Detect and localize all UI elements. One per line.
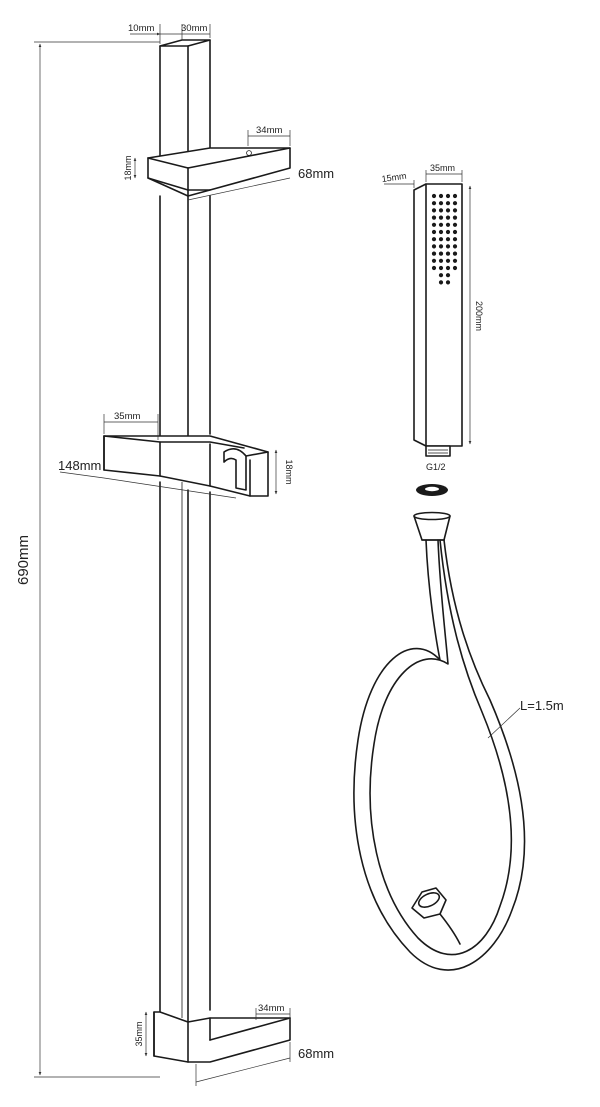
bottom-bracket-projection-label: 34mm <box>258 1003 284 1014</box>
nozzle-dot <box>431 237 437 242</box>
nozzle-dot <box>445 229 451 235</box>
nozzle-dot <box>445 222 451 227</box>
nozzle-dot <box>438 258 444 263</box>
nozzle-dot <box>445 251 451 256</box>
nozzle-dot <box>438 222 444 227</box>
nozzle-dot <box>452 222 458 227</box>
holder-width-label: 148mm <box>58 458 101 473</box>
overall-height-dimension: 690mm <box>15 41 160 1078</box>
nozzle-dot <box>445 280 451 285</box>
nozzle-dot <box>445 273 451 278</box>
nozzle-dot <box>445 258 451 263</box>
top-bracket-width-label: 68mm <box>298 166 334 181</box>
nozzle-dot <box>452 265 458 271</box>
nozzle-dot <box>438 208 444 213</box>
nozzle-dot <box>445 193 451 199</box>
hose-length-annotation: L=1.5m <box>487 698 564 739</box>
nozzle-dot <box>438 237 444 242</box>
nozzle-grid <box>431 193 458 285</box>
nozzle-dot <box>445 244 451 249</box>
nozzle-dot <box>431 193 437 199</box>
nozzle-dot <box>431 265 437 271</box>
bottom-wall-bracket <box>153 1011 291 1063</box>
sliding-holder <box>103 435 269 497</box>
overall-height-label: 690mm <box>15 535 32 585</box>
nozzle-dot <box>431 208 437 213</box>
handset-width-label: 35mm <box>430 163 455 173</box>
flexible-hose <box>353 511 526 971</box>
nozzle-dot <box>438 201 444 206</box>
top-width-label: 30mm <box>181 23 207 34</box>
nozzle-dot <box>438 229 444 235</box>
handset-thread-label: G1/2 <box>426 462 446 472</box>
nozzle-dot <box>445 208 451 213</box>
nozzle-dot <box>452 229 458 235</box>
washer <box>416 484 448 496</box>
nozzle-dot <box>431 222 437 227</box>
holder-depth-label: 35mm <box>114 411 140 422</box>
nozzle-dot <box>438 215 444 220</box>
nozzle-dot <box>431 258 437 263</box>
nozzle-dot <box>452 215 458 220</box>
top-depth-label: 10mm <box>128 23 154 34</box>
top-wall-bracket <box>147 147 291 197</box>
top-dimensions: 10mm 30mm <box>128 23 211 44</box>
nozzle-dot <box>445 237 451 242</box>
bottom-bracket-height-label: 35mm <box>134 1021 144 1046</box>
bottom-bracket-dimensions: 34mm 35mm 68mm <box>134 1003 334 1086</box>
top-bracket-height-label: 18mm <box>123 155 133 180</box>
nozzle-dot <box>452 258 458 263</box>
nozzle-dot <box>431 251 437 256</box>
nozzle-dot <box>445 201 451 206</box>
hand-shower <box>413 183 463 457</box>
nozzle-dot <box>452 244 458 249</box>
top-bracket-dimensions: 34mm 18mm 68mm <box>123 125 334 201</box>
nozzle-dot <box>431 215 437 220</box>
holder-dimensions: 35mm 148mm 18mm <box>58 411 294 499</box>
nozzle-dot <box>438 280 444 285</box>
nozzle-dot <box>431 229 437 235</box>
nozzle-dot <box>452 237 458 242</box>
nozzle-dot <box>445 265 451 271</box>
bottom-bracket-width-label: 68mm <box>298 1046 334 1061</box>
nozzle-dot <box>452 201 458 206</box>
hose-length-label: L=1.5m <box>520 698 564 713</box>
nozzle-dot <box>438 193 444 199</box>
nozzle-dot <box>452 251 458 256</box>
nozzle-dot <box>438 244 444 249</box>
nozzle-dot <box>431 244 437 249</box>
top-bracket-projection-label: 34mm <box>256 125 282 136</box>
nozzle-dot <box>452 193 458 199</box>
nozzle-dot <box>438 251 444 256</box>
nozzle-dot <box>431 201 437 206</box>
nozzle-dot <box>452 208 458 213</box>
nozzle-dot <box>438 273 444 278</box>
handset-length-label: 200mm <box>474 301 484 331</box>
handset-face-depth-label: 15mm <box>381 171 407 184</box>
holder-height-label: 18mm <box>284 459 294 484</box>
hand-shower-dimensions: 35mm 15mm 200mm G1/2 <box>381 163 484 472</box>
nozzle-dot <box>438 265 444 271</box>
nozzle-dot <box>445 215 451 220</box>
slide-rail <box>159 39 211 1023</box>
